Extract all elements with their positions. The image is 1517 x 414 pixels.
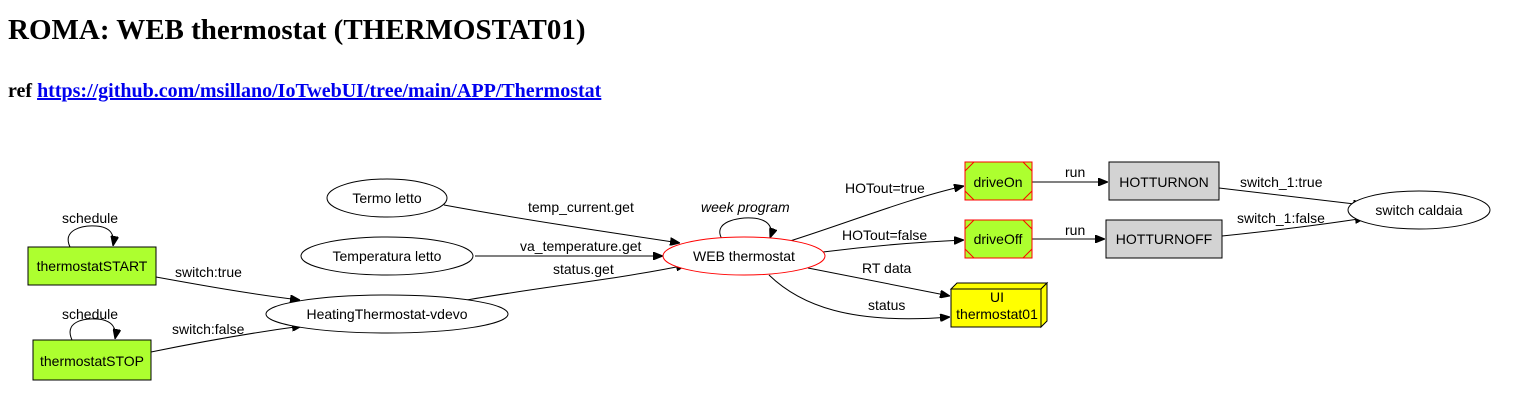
node-label-thermostat-stop: thermostatSTOP bbox=[40, 353, 144, 369]
node-label-ui-line2: thermostat01 bbox=[956, 306, 1038, 322]
node-ui-thermostat01[interactable]: UI thermostat01 bbox=[949, 281, 1049, 329]
edge-switch1-false bbox=[1221, 218, 1365, 237]
edge-label-rt-data: RT data bbox=[862, 260, 912, 276]
node-label-temperatura-letto: Temperatura letto bbox=[333, 248, 442, 264]
edge-label-run-off: run bbox=[1065, 222, 1085, 238]
edge-label-temp-current-get: temp_current.get bbox=[528, 199, 634, 215]
edge-label-hotout-true: HOTout=true bbox=[845, 180, 925, 196]
node-label-termo-letto: Termo letto bbox=[352, 190, 421, 206]
edge-hotout-false bbox=[822, 240, 964, 253]
edges: schedule schedule switch:true switch:fal… bbox=[62, 164, 1365, 353]
node-label-ui-line1: UI bbox=[990, 289, 1004, 305]
edge-label-va-temperature-get: va_temperature.get bbox=[520, 238, 642, 254]
node-label-heating-thermostat: HeatingThermostat-vdevo bbox=[306, 306, 467, 322]
ref-label: ref bbox=[8, 80, 33, 102]
node-hotturnoff[interactable]: HOTTURNOFF bbox=[1105, 219, 1223, 259]
edge-status bbox=[768, 274, 950, 319]
nodes: thermostatSTART thermostatSTOP HeatingTh… bbox=[27, 161, 1491, 381]
edge-schedule-stop bbox=[69, 318, 115, 341]
ref-line: ref https://github.com/msillano/IoTwebUI… bbox=[8, 80, 601, 103]
edge-switch1-true bbox=[1218, 187, 1363, 205]
node-label-drive-on: driveOn bbox=[973, 174, 1022, 190]
node-termo-letto[interactable]: Termo letto bbox=[326, 178, 448, 218]
node-label-web-thermostat: WEB thermostat bbox=[693, 248, 795, 264]
edge-switch-true bbox=[155, 276, 300, 300]
node-drive-on[interactable]: driveOn bbox=[964, 161, 1033, 201]
node-thermostat-start[interactable]: thermostatSTART bbox=[27, 246, 157, 286]
node-label-drive-off: driveOff bbox=[974, 231, 1023, 247]
node-heating-thermostat[interactable]: HeatingThermostat-vdevo bbox=[265, 294, 509, 334]
edge-week-program bbox=[719, 217, 771, 239]
page-title: ROMA: WEB thermostat (THERMOSTAT01) bbox=[8, 14, 586, 46]
edge-hotout-true bbox=[789, 186, 964, 242]
edge-label-schedule-start: schedule bbox=[62, 210, 118, 226]
node-web-thermostat[interactable]: WEB thermostat bbox=[662, 236, 826, 276]
edge-label-switch-false: switch:false bbox=[172, 321, 245, 337]
edge-label-switch1-false: switch_1:false bbox=[1237, 210, 1325, 226]
edge-label-hotout-false: HOTout=false bbox=[842, 227, 927, 243]
node-hotturnon[interactable]: HOTTURNON bbox=[1108, 161, 1220, 201]
ref-link[interactable]: https://github.com/msillano/IoTwebUI/tre… bbox=[37, 80, 602, 102]
node-thermostat-stop[interactable]: thermostatSTOP bbox=[32, 339, 152, 381]
node-drive-off[interactable]: driveOff bbox=[964, 219, 1033, 259]
edge-schedule-start bbox=[67, 225, 113, 248]
edge-label-week-program: week program bbox=[701, 199, 790, 215]
edge-label-schedule-stop: schedule bbox=[62, 306, 118, 322]
edge-label-status: status bbox=[868, 297, 905, 313]
edge-label-status-get: status.get bbox=[553, 261, 614, 277]
node-label-thermostat-start: thermostatSTART bbox=[37, 258, 148, 274]
node-temperatura-letto[interactable]: Temperatura letto bbox=[300, 236, 474, 276]
edge-temp-current-get bbox=[443, 204, 680, 243]
edge-status-get bbox=[460, 265, 686, 302]
edge-switch-false bbox=[150, 326, 302, 353]
node-switch-caldaia[interactable]: switch caldaia bbox=[1347, 190, 1491, 230]
edge-label-switch-true: switch:true bbox=[175, 264, 242, 280]
node-label-hotturnoff: HOTTURNOFF bbox=[1116, 231, 1212, 247]
edge-label-run-on: run bbox=[1065, 164, 1085, 180]
node-label-hotturnon: HOTTURNON bbox=[1119, 174, 1208, 190]
edge-rt-data bbox=[807, 267, 950, 296]
edge-label-switch1-true: switch_1:true bbox=[1240, 174, 1323, 190]
node-label-switch-caldaia: switch caldaia bbox=[1375, 202, 1462, 218]
